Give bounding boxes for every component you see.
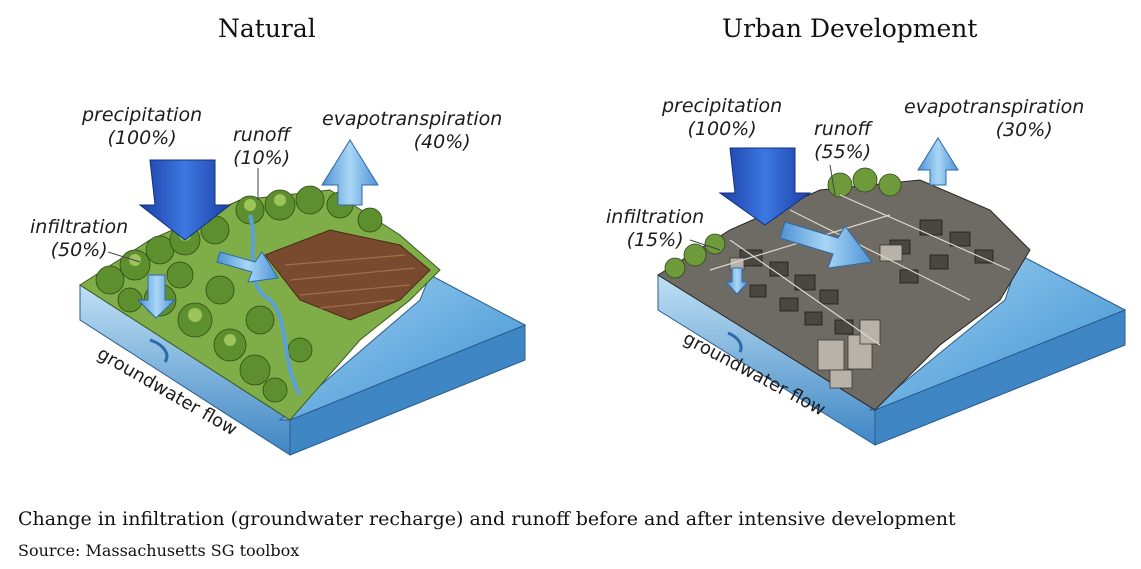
natural-title: Natural — [218, 14, 316, 43]
groundwater-arrow — [149, 338, 169, 363]
stream — [248, 214, 302, 396]
natural-infiltration-label: infiltration(50%) — [30, 216, 129, 261]
natural-evapotranspiration-arrow — [321, 139, 379, 206]
natural-precipitation-arrow — [138, 159, 232, 241]
urban-evapotranspiration-arrow — [917, 137, 959, 186]
groundwater-arrow — [727, 331, 743, 353]
urban-infiltration-label: infiltration(15%) — [606, 206, 705, 251]
urban-block-illustration: groundwater flow — [657, 137, 1127, 446]
figure-source: Source: Massachusetts SG toolbox — [18, 541, 300, 560]
urban-precipitation-label: precipitation(100%) — [662, 95, 783, 140]
figure-caption: Change in infiltration (groundwater rech… — [18, 508, 956, 530]
natural-runoff-arrow — [216, 251, 279, 283]
urban-evapotranspiration-label: evapotranspiration(30%) — [904, 96, 1085, 141]
natural-infiltration-arrow — [136, 274, 177, 319]
urban-runoff-arrow — [779, 221, 873, 269]
natural-runoff-label: runoff(10%) — [233, 124, 291, 169]
urban-infiltration-arrow — [724, 267, 750, 295]
natural-evapotranspiration-label: evapotranspiration(40%) — [322, 108, 503, 153]
water-surface — [278, 274, 527, 421]
urban-precipitation-arrow — [718, 147, 812, 226]
urban-title: Urban Development — [722, 14, 978, 43]
urban-runoff-label: runoff(55%) — [814, 118, 872, 163]
natural-precipitation-label: precipitation(100%) — [82, 104, 203, 149]
natural-block-illustration: groundwater flow — [79, 139, 527, 456]
